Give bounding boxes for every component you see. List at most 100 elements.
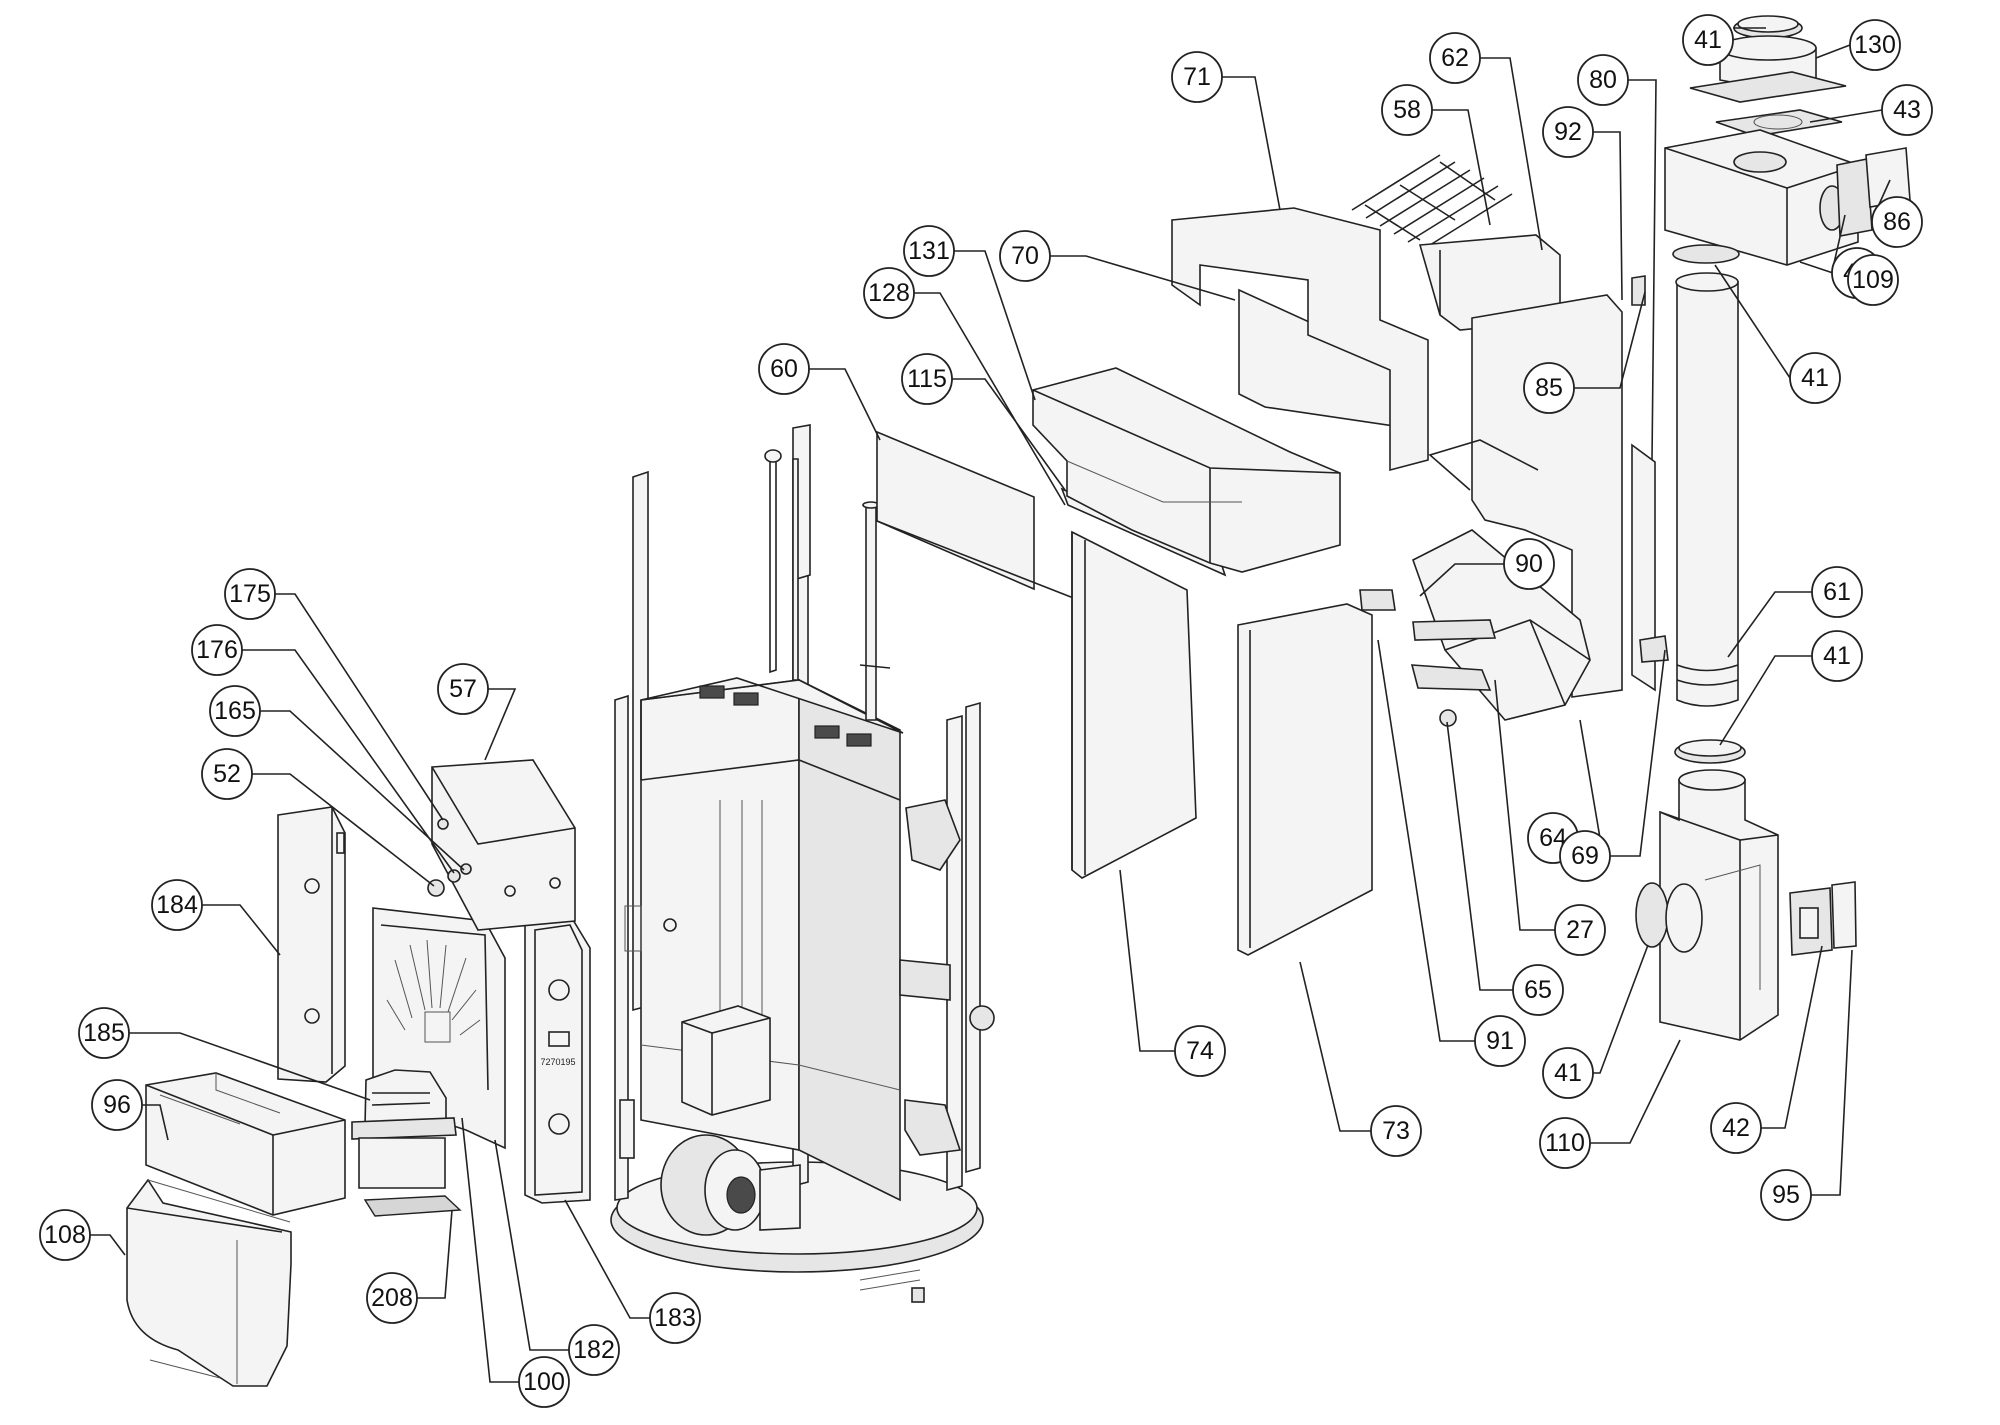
part-109-tee-top [1664,129,1859,266]
svg-text:41: 41 [1801,364,1829,392]
svg-text:182: 182 [573,1336,615,1364]
part-64-hopper [1412,529,1591,721]
callout-108: 108 [39,1209,91,1261]
part-41-side-rings [1635,882,1703,953]
part-131-hood [1032,367,1341,573]
part-182-burner [351,1069,457,1189]
svg-text:27: 27 [1566,916,1594,944]
svg-text:96: 96 [103,1091,131,1119]
part-73-side-panel [1237,603,1373,956]
part-183-door-panel: 7270195 [524,914,591,1204]
callout-130: 130 [1849,19,1901,71]
callout-62: 62 [1429,32,1481,84]
callout-131: 131 [903,225,955,277]
part-61-vertical-pipe [1675,272,1739,707]
callout-175: 175 [224,568,276,620]
svg-text:208: 208 [371,1284,413,1312]
svg-text:165: 165 [214,697,256,725]
callout-185: 185 [78,1007,130,1059]
callout-64: 64 [1527,812,1579,864]
callout-74: 74 [1174,1025,1226,1077]
callout-41-pipe-bottom: 41 [1811,630,1863,682]
callout-73: 73 [1370,1105,1422,1157]
part-stove-main-frame [614,424,995,1303]
callout-208: 208 [366,1272,418,1324]
callout-176: 176 [191,624,243,676]
part-43-gasket [1715,109,1843,137]
callout-27: 27 [1554,904,1606,956]
callout-58: 58 [1381,84,1433,136]
callout-95: 95 [1760,1169,1812,1221]
callout-42: 42 [1710,1102,1762,1154]
callout-60: 60 [758,343,810,395]
svg-text:109: 109 [1852,266,1894,294]
svg-text:43: 43 [1893,96,1921,124]
svg-text:74: 74 [1186,1037,1214,1065]
callout-86: 86 [1871,196,1923,248]
part-58-grate [1351,154,1513,251]
part-208-gasket [363,1195,462,1217]
callout-110: 110 [1539,1117,1591,1169]
svg-text:85: 85 [1535,374,1563,402]
svg-text:41: 41 [1823,642,1851,670]
callout-182: 182 [568,1324,620,1376]
svg-text:90: 90 [1515,550,1543,578]
part-71-back-plate [1171,207,1429,472]
callout-90: 90 [1503,538,1555,590]
svg-text:73: 73 [1382,1117,1410,1145]
part-74-side-panel [1071,530,1197,879]
svg-text:69: 69 [1571,842,1599,870]
callout-91: 91 [1474,1015,1526,1067]
svg-text:95: 95 [1772,1181,1800,1209]
svg-text:60: 60 [770,355,798,383]
callout-109: 109 [1847,254,1899,306]
callout-61: 61 [1811,566,1863,618]
callout-96: 96 [91,1079,143,1131]
part-69-clip [1639,635,1669,663]
svg-text:62: 62 [1441,44,1469,72]
callout-100: 100 [518,1356,570,1408]
part-41-top-ring [1733,15,1803,39]
callout-41-side: 41 [1542,1047,1594,1099]
svg-text:110: 110 [1545,1129,1585,1157]
callout-92: 92 [1542,106,1594,158]
svg-text:130: 130 [1854,31,1896,59]
svg-text:80: 80 [1589,66,1617,94]
svg-text:115: 115 [907,365,947,393]
part-57-top-deflector [431,759,576,931]
part-184-side-panel [277,806,346,1083]
callout-128: 128 [863,267,915,319]
svg-text:65: 65 [1524,976,1552,1004]
svg-text:58: 58 [1393,96,1421,124]
callout-52: 52 [201,748,253,800]
callout-41-pipe-top: 41 [1789,352,1841,404]
part-42-95-side-flange [1789,881,1857,956]
part-80-upright [1631,443,1656,692]
svg-text:131: 131 [908,237,950,265]
svg-text:91: 91 [1486,1027,1514,1055]
svg-text:71: 71 [1183,63,1211,91]
callout-65: 65 [1512,964,1564,1016]
svg-text:128: 128 [868,279,910,307]
callout-71: 71 [1171,51,1223,103]
svg-text:41: 41 [1694,26,1722,54]
callout-115: 115 [901,353,953,405]
part-41-lower-ring [1674,739,1746,764]
part-41-upper-ring [1672,244,1740,264]
part-130-adaptor [1689,35,1847,103]
svg-text:175: 175 [229,580,271,608]
part-110-lower-tee [1659,769,1779,1041]
part-96-lower-box [145,1072,346,1216]
svg-text:100: 100 [523,1368,565,1396]
svg-text:41: 41 [1554,1059,1582,1087]
part-marking: 7270195 [540,1057,575,1067]
svg-text:42: 42 [1722,1114,1750,1142]
callout-165: 165 [209,685,261,737]
callout-69: 69 [1559,830,1611,882]
part-90-91-65-brackets [1359,589,1497,727]
leader-lines [90,27,1891,1383]
callout-85: 85 [1523,362,1575,414]
svg-text:52: 52 [213,760,241,788]
part-85-bracket [1631,275,1646,306]
